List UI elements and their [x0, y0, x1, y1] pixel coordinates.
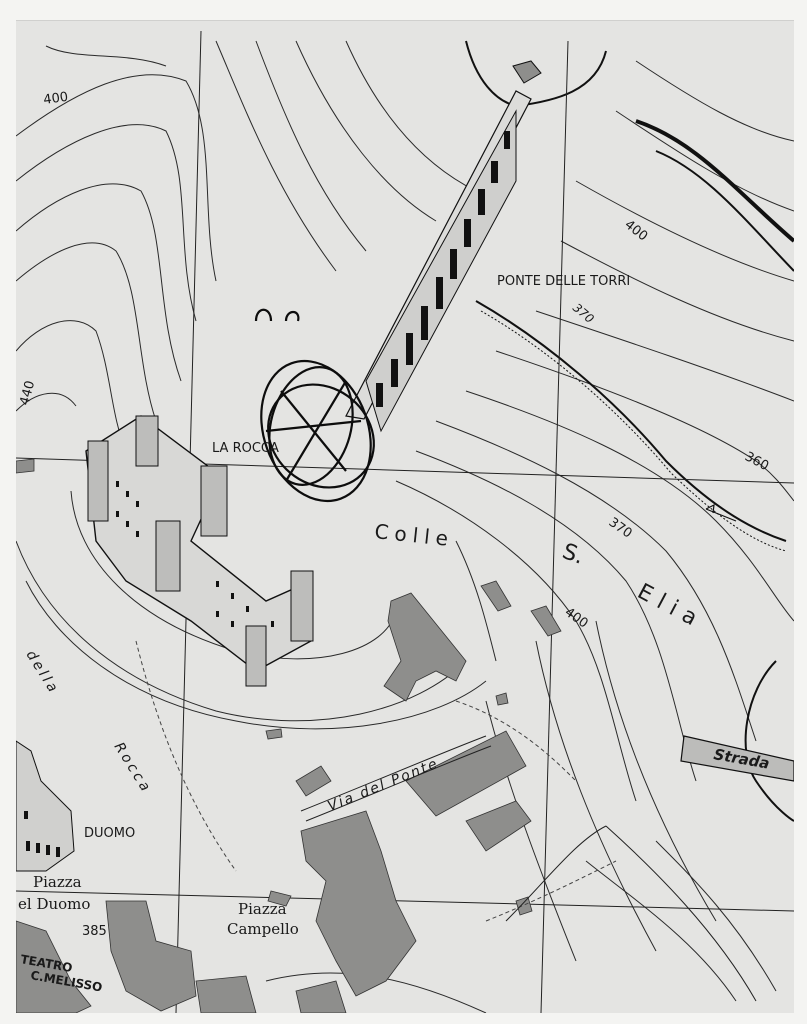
elevation-370-upper: 370	[570, 301, 597, 327]
label-della: della	[23, 648, 62, 698]
label-piazza-campello-1: Piazza	[238, 900, 287, 918]
elevation-385: 385	[82, 924, 107, 939]
label-piazza-duomo-2: el Duomo	[18, 895, 90, 913]
contour-lines	[16, 40, 794, 1013]
map-sheet: PONTE DELLE TORRI LA ROCCA Colle S. Elia…	[16, 20, 794, 1013]
label-elia: Elia	[633, 579, 708, 635]
elevation-400-top-left: 400	[42, 90, 69, 108]
duomo-building	[16, 740, 75, 872]
paths	[135, 640, 617, 922]
arrow-marker	[705, 503, 737, 522]
bridge-ponte-delle-torri	[345, 60, 542, 433]
label-piazza-duomo-1: Piazza	[33, 873, 82, 891]
label-colle: Colle	[373, 519, 455, 551]
label-la-rocca: LA ROCCA	[212, 441, 279, 456]
label-duomo: DUOMO	[84, 826, 135, 841]
elevation-400-lower: 400	[562, 605, 591, 632]
elevation-370-lower: 370	[606, 515, 635, 542]
strada-sign	[680, 735, 794, 782]
castle-la-rocca	[85, 415, 314, 687]
roads	[300, 735, 757, 1002]
label-piazza-campello-2: Campello	[227, 920, 299, 938]
label-s: S.	[559, 539, 587, 570]
map-canvas: PONTE DELLE TORRI LA ROCCA Colle S. Elia…	[16, 30, 794, 1013]
label-ponte-delle-torri: PONTE DELLE TORRI	[497, 274, 630, 289]
label-rocca: Rocca	[111, 740, 155, 797]
elevation-400-right: 400	[622, 217, 651, 244]
buildings	[16, 458, 562, 1013]
scribble-mark	[254, 308, 375, 503]
elevation-440: 440	[17, 379, 38, 407]
